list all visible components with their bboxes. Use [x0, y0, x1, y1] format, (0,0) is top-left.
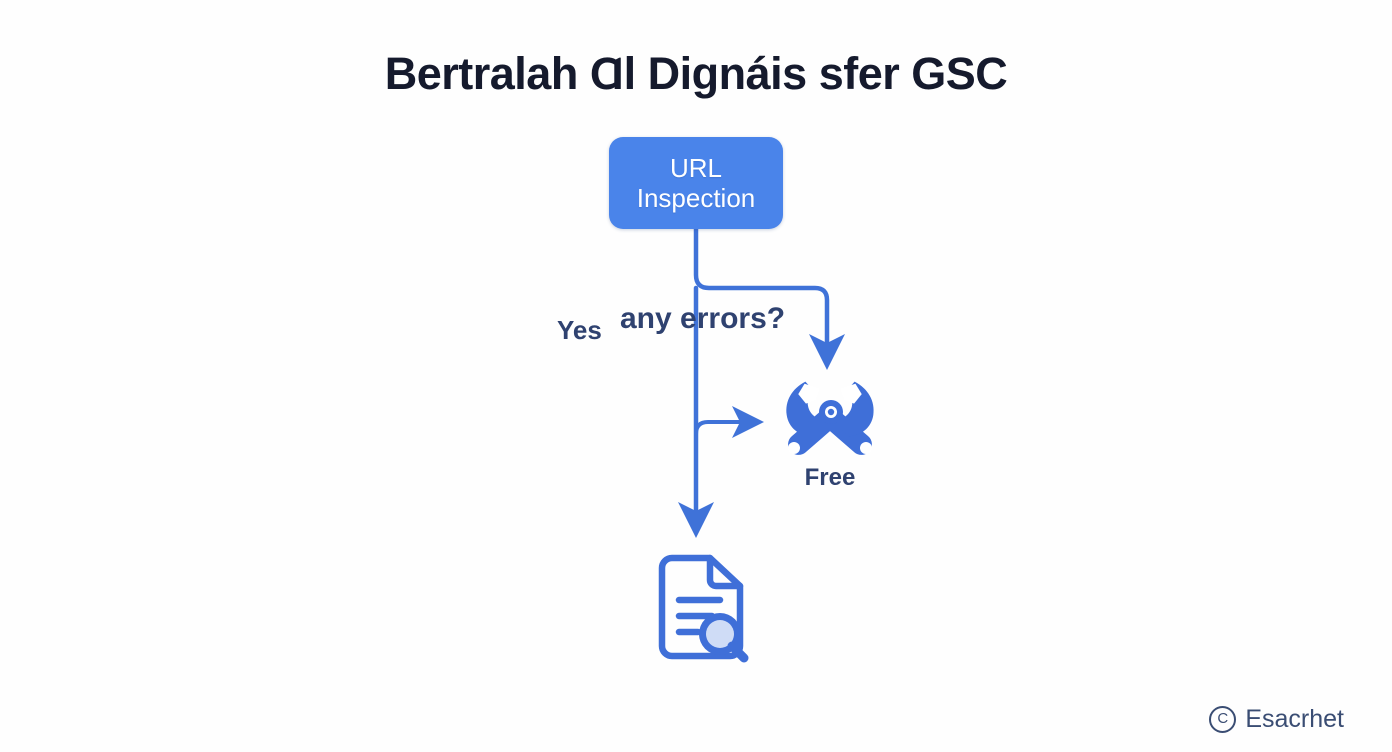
- watermark: C Esacrhet: [1209, 705, 1344, 734]
- copyright-icon: C: [1209, 706, 1237, 733]
- edge-branch-to-tools: [694, 406, 764, 438]
- crossed-wrenches-icon: [774, 368, 886, 484]
- page-title: Bertralah Ɑl Dignáis sfer GSC: [384, 48, 1008, 99]
- watermark-text: Esacrhet: [1245, 705, 1344, 733]
- document-magnifier-icon: [650, 552, 752, 664]
- tools-caption: Free: [804, 464, 856, 491]
- node-url-inspection-line2: Inspection: [636, 183, 756, 213]
- node-url-inspection-line1: URL: [669, 153, 722, 183]
- edge-label-yes: Yes: [557, 315, 602, 345]
- edge-label-any-errors: any errors?: [620, 302, 786, 335]
- node-url-inspection[interactable]: URL Inspection: [609, 137, 783, 229]
